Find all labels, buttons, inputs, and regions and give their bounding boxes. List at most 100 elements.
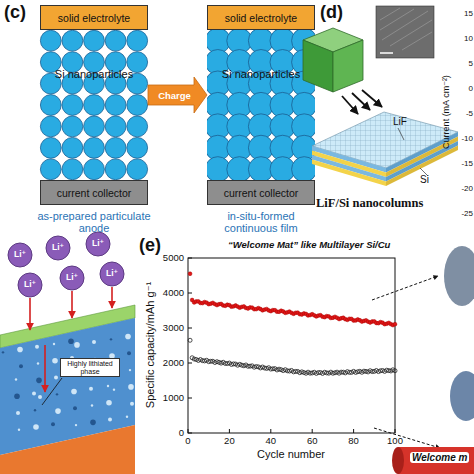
state-caption: in-situ-formed continuous film [202, 210, 320, 234]
capacity-series [188, 272, 397, 376]
ion-label: Li⁺ [92, 239, 104, 248]
collector-layer: current collector [207, 180, 315, 205]
tick-mark [188, 293, 192, 294]
bubble [37, 362, 39, 364]
node-label: Si nanoparticles [222, 68, 300, 80]
welcome-mat-roll [398, 447, 474, 474]
node-label: current collector [57, 187, 132, 199]
bubble [113, 388, 115, 390]
nanoparticle [62, 95, 83, 116]
bubble [19, 364, 23, 368]
axis-ticks [188, 258, 395, 433]
tick-label: -15 [461, 160, 473, 169]
bubble [51, 422, 55, 426]
nanoparticle [40, 116, 61, 137]
data-point [188, 338, 192, 342]
void-dot [292, 114, 295, 117]
electrolyte-layer: solid electrolyte [40, 5, 148, 30]
collector-layer: current collector [40, 180, 148, 205]
bubble [130, 402, 134, 406]
void-dot [227, 50, 230, 53]
bubble [107, 385, 109, 387]
node-label: solid electrolyte [58, 12, 130, 24]
bubble [17, 347, 23, 353]
nanoparticle [105, 95, 126, 116]
tick-label: 5000 [163, 253, 184, 263]
bubble [128, 384, 134, 390]
ion-label: Li⁺ [52, 243, 64, 252]
bubble [56, 393, 58, 395]
void-dot [292, 136, 295, 139]
si-layer [312, 160, 386, 187]
leader-line [42, 378, 62, 405]
bubble [127, 351, 131, 355]
bubble [125, 334, 131, 340]
bubble [89, 387, 93, 391]
illustration-part [382, 11, 428, 40]
nanoparticle [84, 116, 105, 137]
layer-name: LiF [393, 116, 407, 127]
panel-letter: (d) [320, 3, 343, 23]
tick-label: 1000 [163, 393, 184, 403]
nanoparticle [84, 95, 105, 116]
tem-lattice [380, 8, 432, 50]
tick-mark [188, 363, 192, 364]
node-label: solid electrolyte [225, 12, 297, 24]
void-dot [249, 93, 252, 96]
nanoparticle-film [207, 30, 315, 180]
axis-title: Cycle number [257, 448, 325, 460]
tick-label: -10 [461, 135, 473, 144]
tick-mark [188, 433, 192, 434]
process-arrow [148, 77, 207, 113]
void-dot [270, 50, 273, 53]
sem-image-crop [444, 246, 474, 306]
li-ion-circle [46, 236, 70, 260]
state-caption: as-prepared particulate anode [35, 210, 153, 234]
void-dot [270, 157, 273, 160]
axis-title: Specific capacity/mAh g⁻¹ [144, 282, 156, 408]
tick-label: 60 [307, 436, 318, 446]
nanoparticle [127, 116, 148, 137]
li-ion-circle [100, 262, 124, 286]
tick-label: 0 [179, 428, 184, 438]
void-dot [227, 136, 230, 139]
nanoparticle [84, 137, 105, 158]
nanoparticle [40, 159, 61, 180]
void-dot [270, 93, 273, 96]
tick-label: -5 [466, 110, 473, 119]
panel-letter: (e) [139, 236, 161, 256]
electrolyte-layer: solid electrolyte [207, 5, 315, 30]
tick-label: -25 [461, 210, 473, 219]
bubble [92, 340, 96, 344]
tick-label: 100 [387, 436, 403, 446]
tick-label: 0 [469, 85, 473, 94]
bubble [15, 378, 17, 380]
tem-image [376, 6, 434, 58]
bubble [71, 389, 77, 395]
ion-label: Li⁺ [66, 273, 78, 282]
nanoparticle [105, 137, 126, 158]
lithiation-bubbles [2, 334, 134, 431]
data-point [393, 322, 397, 326]
lif-cube-left [303, 40, 333, 92]
void-dot [292, 50, 295, 53]
tick-label: 20 [224, 436, 235, 446]
bubble [108, 418, 112, 422]
li-ion-circle [18, 273, 42, 297]
bubble [18, 429, 20, 431]
pointer-arrow [372, 276, 438, 300]
bubble [32, 391, 36, 395]
bubble [106, 400, 112, 406]
tick-label: 5 [469, 60, 473, 69]
tick-label: 0 [185, 436, 190, 446]
nanoparticle [62, 30, 83, 51]
bubble [2, 351, 4, 353]
ion-label: Li⁺ [14, 250, 26, 259]
bubble [52, 358, 58, 364]
tick-mark [353, 429, 354, 433]
li-ions [8, 232, 124, 297]
bubble [90, 420, 96, 426]
nanoparticle [127, 95, 148, 116]
tick-label: 4000 [163, 288, 184, 298]
void-dot [270, 114, 273, 117]
